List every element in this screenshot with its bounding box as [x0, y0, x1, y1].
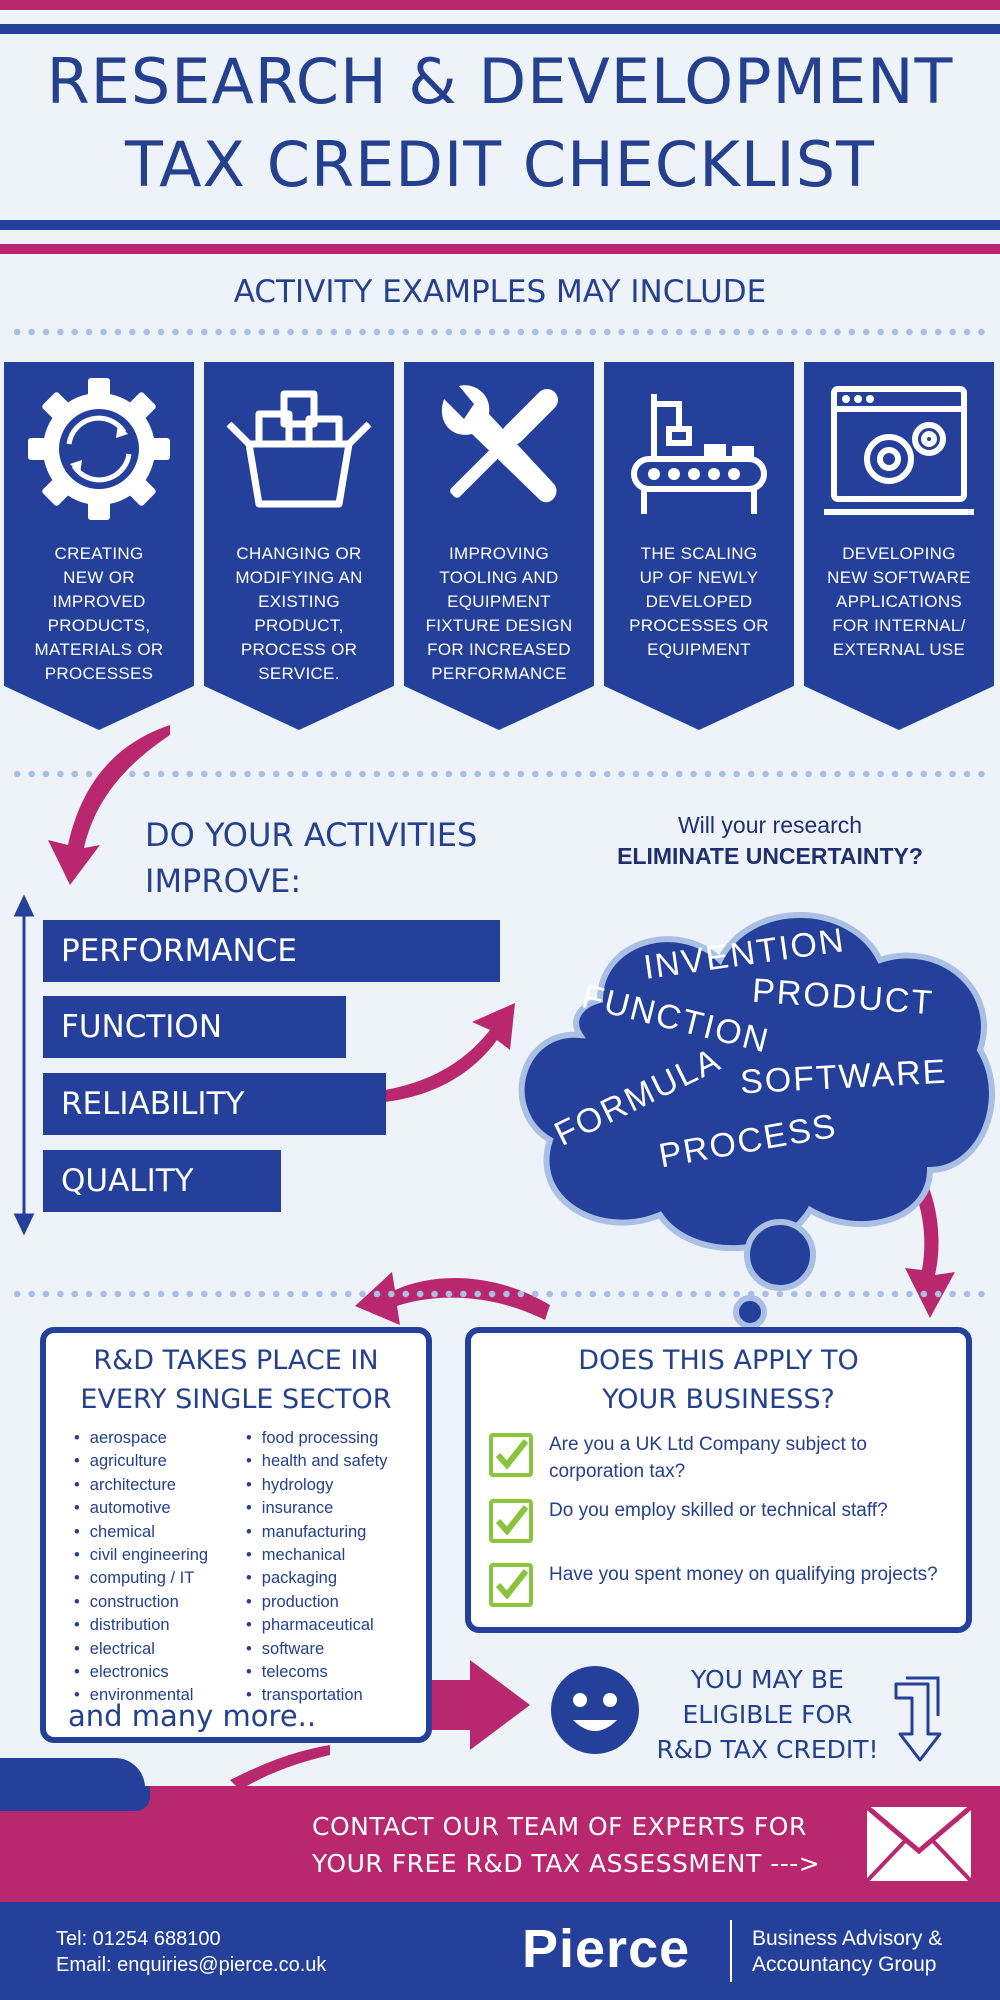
improve-item-quality: QUALITY [43, 1150, 281, 1212]
apply-heading: DOES THIS APPLY TO YOUR BUSINESS? [578, 1345, 859, 1415]
divider-dots [10, 328, 990, 336]
improve-item-performance: PERFORMANCE [43, 920, 500, 982]
sectors-heading: R&D TAKES PLACE IN EVERY SINGLE SECTOR [80, 1345, 392, 1415]
brand-logo: Pierce [522, 1919, 691, 1979]
improve-item-reliability: RELIABILITY [43, 1073, 386, 1135]
arrow-small-lower [230, 1745, 330, 1790]
eligible-text: YOU MAY BE ELIGIBLE FOR R&D TAX CREDIT! [656, 1665, 879, 1764]
down-arrow-icon [894, 1676, 942, 1762]
footer-tel[interactable]: Tel: 01254 688100 [56, 1928, 221, 1950]
title-line-1: RESEARCH & DEVELOPMENT [46, 45, 954, 118]
sectors-list-1: aerospaceagriculturearchitectureautomoti… [74, 1427, 208, 1708]
contact-text: CONTACT OUR TEAM OF EXPERTS FOR YOUR FRE… [312, 1812, 821, 1878]
top-stripe-navy [0, 24, 1000, 34]
title-line-2: TAX CREDIT CHECKLIST [125, 128, 875, 201]
checkbox-checked-icon [489, 1433, 533, 1477]
gear-cycle-icon [28, 378, 170, 520]
footer-email[interactable]: Email: enquiries@pierce.co.uk [56, 1954, 327, 1976]
uncertainty-question: Will your research ELIMINATE UNCERTAINTY… [617, 812, 923, 869]
conveyor-robot-icon [631, 394, 767, 514]
contact-wave-accent [0, 1786, 150, 1811]
arrow-to-sectors [355, 1272, 550, 1325]
contact-band [0, 1786, 1000, 1902]
checkbox-checked-icon [489, 1563, 533, 1607]
arrow-down-left [48, 725, 170, 885]
improve-item-function: FUNCTION [43, 996, 346, 1058]
sectors-box: R&D TAKES PLACE IN EVERY SINGLE SECTOR a… [40, 1327, 432, 1743]
activities-heading: ACTIVITY EXAMPLES MAY INCLUDE [233, 274, 767, 310]
smiley-icon [551, 1666, 639, 1754]
footer [0, 1902, 1000, 2000]
envelope-icon[interactable] [865, 1805, 973, 1883]
apply-box: DOES THIS APPLY TO YOUR BUSINESS? Are yo… [465, 1327, 972, 1633]
footer-divider [730, 1920, 732, 1982]
sectors-more: and many more.. [68, 1699, 317, 1733]
top-stripe-magenta [0, 0, 1000, 10]
wrench-screwdriver-icon [441, 385, 558, 503]
software-gears-icon [824, 386, 974, 515]
apply-question-3: Have you spent money on qualifying proje… [549, 1564, 938, 1585]
divider-dots [10, 1290, 990, 1298]
open-box-icon [226, 390, 372, 508]
apply-question-2: Do you employ skilled or technical staff… [549, 1500, 888, 1521]
divider-dots [10, 770, 990, 778]
title-stripe-magenta [0, 244, 1000, 254]
arrow-to-cloud [385, 1003, 515, 1102]
sectors-list-2: food processinghealth and safetyhydrolog… [246, 1427, 388, 1708]
apply-question-1: Are you a UK Ltd Company subject to corp… [549, 1434, 867, 1482]
footer-tagline: Business Advisory & Accountancy Group [752, 1927, 943, 1976]
improve-heading: DO YOUR ACTIVITIES IMPROVE: [145, 816, 478, 900]
checkbox-checked-icon [489, 1499, 533, 1543]
thought-cloud [518, 912, 995, 1329]
arrow-to-smiley [430, 1660, 530, 1750]
title-stripe-navy [0, 220, 1000, 230]
